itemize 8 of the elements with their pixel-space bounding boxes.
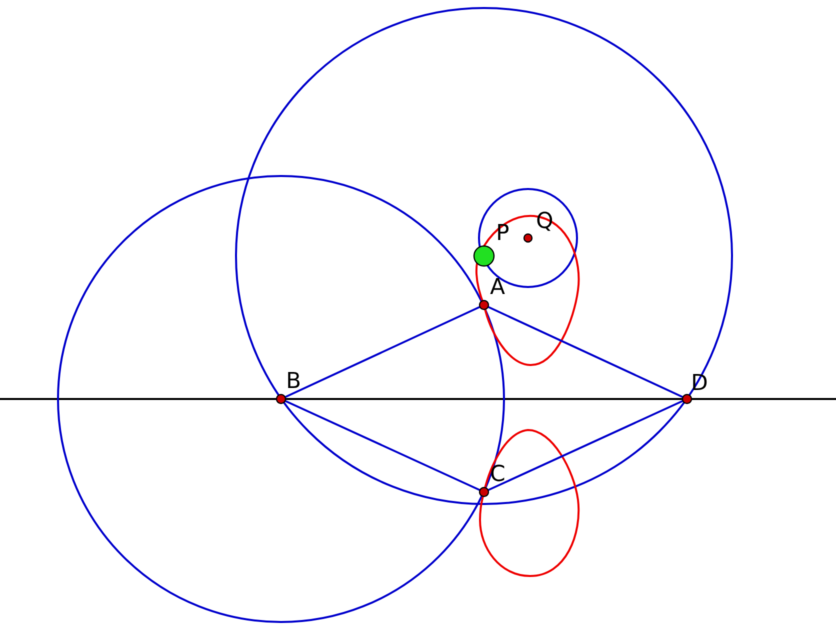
- point-label: C: [490, 462, 506, 487]
- segment-line: [488, 400, 684, 492]
- point-label: P: [496, 221, 510, 246]
- segment-line: [284, 306, 480, 398]
- point-label: B: [286, 369, 302, 394]
- segment-line: [488, 306, 684, 398]
- segment-line: [284, 400, 480, 492]
- point-label: A: [490, 275, 506, 300]
